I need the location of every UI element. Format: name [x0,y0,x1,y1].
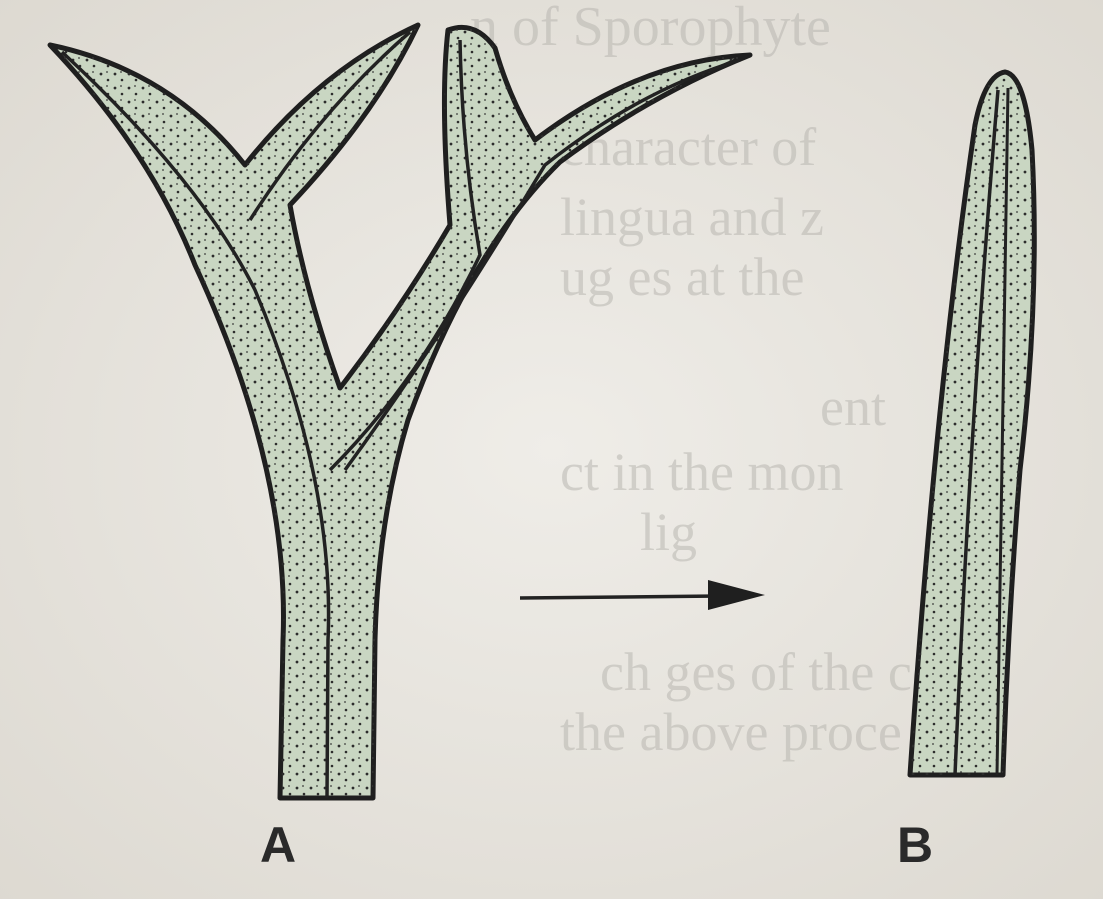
svg-text:lingua and z: lingua and z [560,187,824,247]
svg-text:ent: ent [820,377,886,437]
label-b: B [897,817,933,873]
label-a: A [260,817,296,873]
svg-text:ct in the mon: ct in the mon [560,442,843,502]
svg-text:lig: lig [640,502,697,562]
svg-text:the above proce: the above proce [560,702,902,762]
svg-text:n of Sporophyte: n of Sporophyte [470,0,831,58]
svg-text:ug es at the: ug es at the [560,247,804,307]
svg-text:ch ges of the co: ch ges of the co [600,642,939,702]
